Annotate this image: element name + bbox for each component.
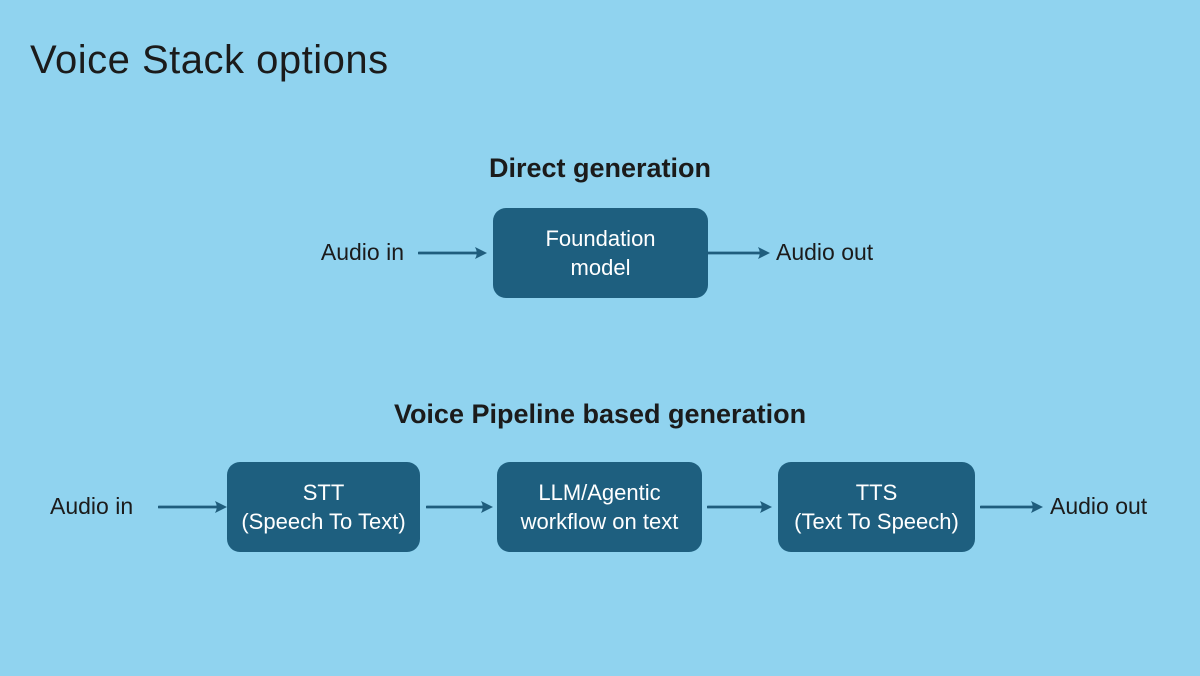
section-heading-voice-pipeline: Voice Pipeline based generation [393,399,807,429]
label-audio-in: Audio in [320,239,404,265]
node-label-line: Foundation [545,226,656,251]
arrow-right-icon [418,247,487,259]
node-tts: TTS (Text To Speech) [778,462,975,552]
node-stt: STT (Speech To Text) [227,462,420,552]
arrow-right-icon [980,501,1043,513]
page-title: Voice Stack options [30,38,389,82]
node-label-line: TTS [855,480,898,505]
node-label-line: model [570,255,631,280]
arrow-right-icon [426,501,493,513]
node-label-line: LLM/Agentic [538,480,661,505]
arrow-right-icon [158,501,227,513]
arrow-right-icon [707,247,770,259]
node-label-line: workflow on text [520,509,679,534]
node-label-line: (Text To Speech) [794,509,959,534]
node-label-line: STT [302,480,345,505]
node-foundation-model: Foundation model [493,208,708,298]
label-audio-out: Audio out [776,239,874,265]
label-audio-in: Audio in [50,493,134,519]
label-audio-out: Audio out [1050,493,1148,519]
section-heading-direct-generation: Direct generation [488,153,712,183]
node-label-line: (Speech To Text) [241,509,406,534]
node-llm-agentic-workflow: LLM/Agentic workflow on text [497,462,702,552]
arrow-right-icon [707,501,772,513]
